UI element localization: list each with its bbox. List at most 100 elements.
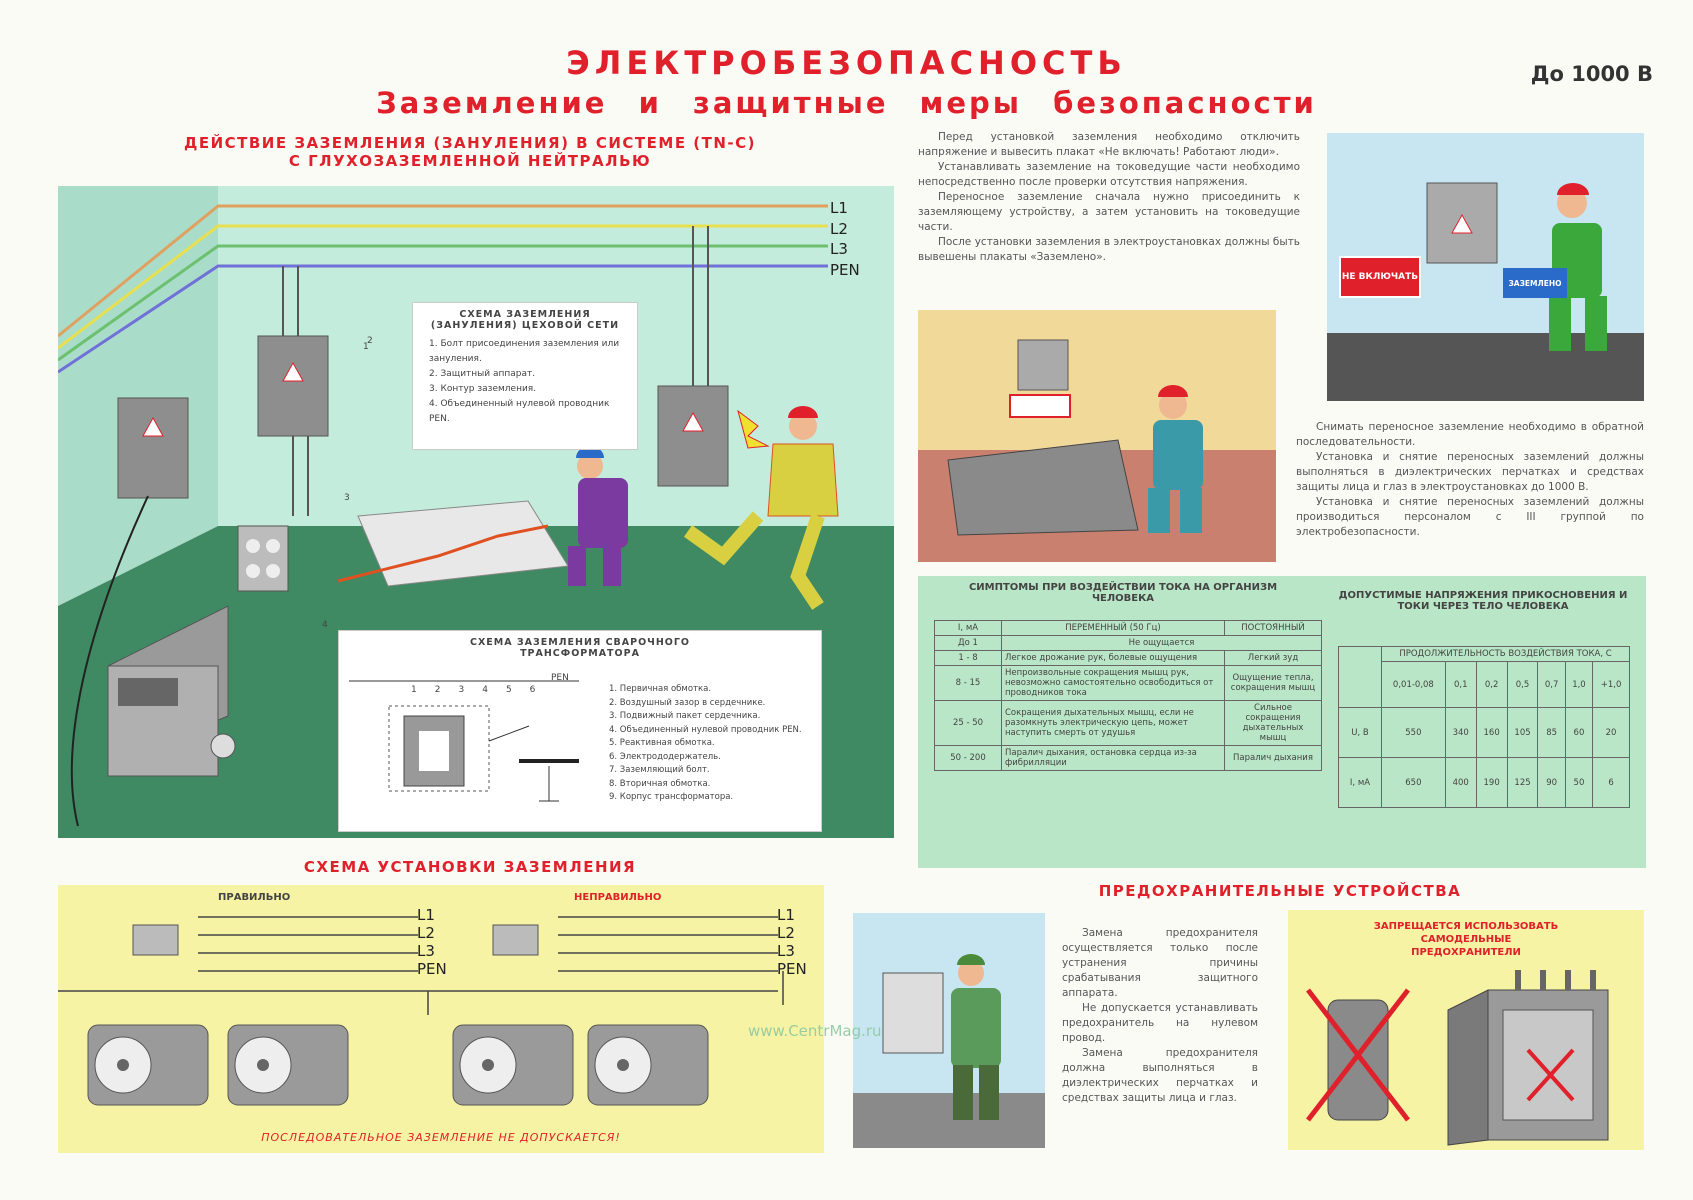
table-header-row: ПРОДОЛЖИТЕЛЬНОСТЬ ВОЗДЕЙСТВИЯ ТОКА, С bbox=[1338, 646, 1630, 708]
welding-legend-item: 4. Объединенный нулевой проводник PEN. bbox=[609, 724, 802, 735]
fuse-replacement-illustration bbox=[853, 913, 1045, 1148]
installation-scheme-panel bbox=[58, 885, 824, 1153]
table-cell: 20 bbox=[1592, 707, 1630, 758]
line-label-pen: PEN bbox=[777, 960, 807, 978]
removal-instructions: Снимать переносное заземление необходимо… bbox=[1296, 420, 1644, 540]
table-cell: До 1 bbox=[934, 635, 1002, 651]
table-row: U, В 550 340 160 105 85 60 20 bbox=[1338, 707, 1630, 758]
callout-4: 4 bbox=[322, 620, 328, 630]
table-cell: 125 bbox=[1506, 757, 1539, 808]
table-cell: 50 - 200 bbox=[934, 745, 1002, 771]
prohibited-line: ЗАПРЕЩАЕТСЯ ИСПОЛЬЗОВАТЬ bbox=[1373, 921, 1559, 932]
shop-scheme-item: 4. Объединенный нулевой проводник PEN. bbox=[429, 399, 610, 424]
sign-do-not-switch: НЕ ВКЛЮЧАТЬ bbox=[1339, 256, 1421, 298]
table-cell: 190 bbox=[1475, 757, 1508, 808]
callout-2: 2 bbox=[367, 336, 373, 346]
callout-3: 3 bbox=[344, 493, 350, 503]
section2-lines-correct: L1 L2 L3 PEN bbox=[417, 906, 447, 978]
welding-legend-item: 9. Корпус трансформатора. bbox=[609, 792, 734, 802]
instruction-paragraph: Перед установкой заземления необходимо о… bbox=[918, 131, 1300, 158]
table-cell: 1 - 8 bbox=[934, 650, 1002, 666]
welding-pen-label: PEN bbox=[551, 673, 569, 683]
voltage-label: До 1000 В bbox=[1530, 62, 1653, 86]
section1-heading: ДЕЙСТВИЕ ЗАЗЕМЛЕНИЯ (ЗАНУЛЕНИЯ) В СИСТЕМ… bbox=[120, 134, 820, 170]
line-label-pen: PEN bbox=[417, 960, 447, 978]
poster-title: ЭЛЕКТРОБЕЗОПАСНОСТЬ bbox=[566, 44, 1127, 82]
line-label-l2: L2 bbox=[777, 924, 795, 942]
table-cell: Ощущение тепла, сокращения мышц bbox=[1224, 665, 1322, 701]
poster-subtitle: Заземление и защитные меры безопасности bbox=[376, 86, 1317, 120]
table-header: 0,01-0,08 bbox=[1381, 661, 1446, 708]
prohibited-line: ПРЕДОХРАНИТЕЛИ bbox=[1411, 947, 1521, 958]
fuse-paragraph: Не допускается устанавливать предохранит… bbox=[1062, 1002, 1258, 1044]
welding-number: 2 bbox=[434, 685, 441, 695]
shop-scheme-box: СХЕМА ЗАЗЕМЛЕНИЯ (ЗАНУЛЕНИЯ) ЦЕХОВОЙ СЕТ… bbox=[412, 302, 638, 450]
table-header: ПРОДОЛЖИТЕЛЬНОСТЬ ВОЗДЕЙСТВИЯ ТОКА, С bbox=[1381, 646, 1630, 662]
removal-paragraph: Установка и снятие переносных заземлений… bbox=[1296, 451, 1644, 493]
symptoms-title: СИМПТОМЫ ПРИ ВОЗДЕЙСТВИИ ТОКА НА ОРГАНИЗ… bbox=[968, 582, 1278, 604]
line-label-l1: L1 bbox=[417, 906, 435, 924]
shop-scheme-item: 2. Защитный аппарат. bbox=[429, 369, 536, 379]
table-cell: Паралич дыхания bbox=[1224, 745, 1322, 771]
table-cell: Не ощущается bbox=[1001, 635, 1322, 651]
line-label-l2: L2 bbox=[830, 219, 848, 238]
fuse-paragraph: Замена предохранителя должна выполняться… bbox=[1062, 1047, 1258, 1104]
instruction-paragraph: После установки заземления в электроуста… bbox=[918, 236, 1300, 263]
shop-scheme-item: 3. Контур заземления. bbox=[429, 384, 537, 394]
welding-scheme-diagram bbox=[349, 680, 579, 802]
shop-scheme-title: СХЕМА ЗАЗЕМЛЕНИЯ (ЗАНУЛЕНИЯ) ЦЕХОВОЙ СЕТ… bbox=[430, 309, 620, 331]
welding-legend-item: 5. Реактивная обмотка. bbox=[609, 738, 715, 748]
table-header: 0,5 bbox=[1506, 661, 1539, 708]
table-row: 50 - 200 Паралич дыхания, остановка серд… bbox=[934, 745, 1322, 771]
welding-legend-item: 1. Первичная обмотка. bbox=[609, 684, 712, 694]
shop-scheme-item: 1. Болт присоединения заземления или зан… bbox=[429, 339, 620, 364]
welding-number-row: 1 2 3 4 5 6 bbox=[411, 685, 535, 695]
table-row: I, мА 650 400 190 125 90 50 6 bbox=[1338, 757, 1630, 808]
table-header: 0,2 bbox=[1475, 661, 1508, 708]
fuse-paragraph: Замена предохранителя осуществляется тол… bbox=[1062, 927, 1258, 999]
table-header: 1,0 bbox=[1564, 661, 1594, 708]
table-cell: 25 - 50 bbox=[934, 700, 1002, 746]
table-header: ПЕРЕМЕННЫЙ (50 Гц) bbox=[1001, 620, 1225, 636]
welding-number: 3 bbox=[458, 685, 465, 695]
welding-legend-item: 7. Заземляющий болт. bbox=[609, 765, 710, 775]
section2-heading: СХЕМА УСТАНОВКИ ЗАЗЕМЛЕНИЯ bbox=[303, 858, 637, 876]
welding-number: 4 bbox=[482, 685, 488, 695]
table-cell: 105 bbox=[1506, 707, 1539, 758]
instruction-paragraph: Переносное заземление сначала нужно прис… bbox=[918, 191, 1300, 233]
welding-scheme-legend: 1. Первичная обмотка. 2. Воздушный зазор… bbox=[609, 683, 802, 805]
table-row: До 1 Не ощущается bbox=[934, 635, 1322, 651]
tables-panel: СИМПТОМЫ ПРИ ВОЗДЕЙСТВИИ ТОКА НА ОРГАНИЗ… bbox=[918, 576, 1646, 868]
welding-number: 1 bbox=[411, 685, 417, 695]
fuses-heading: ПРЕДОХРАНИТЕЛЬНЫЕ УСТРОЙСТВА bbox=[1098, 882, 1462, 900]
table-cell: 85 bbox=[1537, 707, 1566, 758]
removal-paragraph: Снимать переносное заземление необходимо… bbox=[1296, 421, 1644, 448]
welding-number: 5 bbox=[505, 685, 512, 695]
sign-grounded: ЗАЗЕМЛЕНО bbox=[1503, 268, 1567, 298]
welding-legend-item: 6. Электрододержатель. bbox=[609, 751, 721, 762]
table-cell: Легкое дрожание рук, болевые ощущения bbox=[1001, 650, 1225, 666]
table-cell: Непроизвольные сокращения мышц рук, нево… bbox=[1001, 665, 1225, 701]
instruction-paragraph: Устанавливать заземление на токоведущие … bbox=[918, 161, 1300, 188]
incorrect-label: НЕПРАВИЛЬНО bbox=[574, 892, 662, 903]
line-label-l3: L3 bbox=[777, 942, 795, 960]
table-cell: 8 - 15 bbox=[934, 665, 1002, 701]
allowed-title: ДОПУСТИМЫЕ НАПРЯЖЕНИЯ ПРИКОСНОВЕНИЯ И ТО… bbox=[1338, 590, 1628, 612]
table-header-row: 0,01-0,08 0,1 0,2 0,5 0,7 1,0 +1,0 bbox=[1339, 661, 1630, 708]
symptoms-table: I, мА ПЕРЕМЕННЫЙ (50 Гц) ПОСТОЯННЫЙ До 1… bbox=[934, 620, 1322, 771]
section1-heading-line2: С ГЛУХОЗАЗЕМЛЕННОЙ НЕЙТРАЛЬЮ bbox=[288, 152, 652, 170]
line-label-l1: L1 bbox=[830, 199, 848, 217]
grounding-instructions: Перед установкой заземления необходимо о… bbox=[918, 130, 1300, 265]
table-header: 0,1 bbox=[1444, 661, 1477, 708]
welding-scheme-box: СХЕМА ЗАЗЕМЛЕНИЯ СВАРОЧНОГО ТРАНСФОРМАТО… bbox=[338, 630, 822, 832]
table-cell: U, В bbox=[1338, 707, 1382, 758]
section1-line-labels: L1 L2 L3 PEN bbox=[830, 198, 860, 280]
section1-heading-line1: ДЕЙСТВИЕ ЗАЗЕМЛЕНИЯ (ЗАНУЛЕНИЯ) В СИСТЕМ… bbox=[183, 134, 757, 152]
table-cell: 160 bbox=[1475, 707, 1508, 758]
grounding-install-illustration bbox=[918, 310, 1276, 562]
section2-lines-incorrect: L1 L2 L3 PEN bbox=[777, 906, 807, 978]
table-cell: Сокращения дыхательных мышц, если не раз… bbox=[1001, 700, 1225, 746]
line-label-l3: L3 bbox=[830, 240, 848, 258]
table-row: 8 - 15 Непроизвольные сокращения мышц ру… bbox=[934, 665, 1322, 701]
table-row: 25 - 50 Сокращения дыхательных мышц, есл… bbox=[934, 700, 1322, 746]
